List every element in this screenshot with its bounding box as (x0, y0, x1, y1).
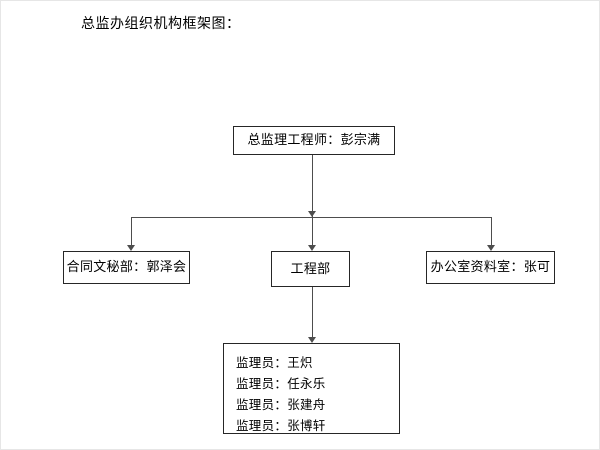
connector-director-to-bus (312, 155, 313, 217)
org-node-chief-supervising-engineer: 总监理工程师：彭宗满 (233, 126, 395, 155)
arrowhead-bus-to-office (487, 245, 495, 251)
connector-bus-to-engineering (312, 217, 313, 245)
supervisor-item: 监理员：王炽 (236, 355, 313, 370)
connector-bus-to-office (491, 217, 492, 245)
page-title: 总监办组织机构框架图： (81, 16, 241, 32)
connector-horizontal-bus (131, 217, 492, 218)
arrowhead-bus-to-engineering (308, 245, 316, 251)
supervisor-item: 监理员：张博轩 (236, 418, 326, 433)
supervisor-item: 监理员：任永乐 (236, 376, 326, 391)
arrowhead-bus-to-contract (127, 245, 135, 251)
connector-bus-to-contract (131, 217, 132, 245)
org-node-supervisors-list: 监理员：王炽 监理员：任永乐 监理员：张建舟 监理员：张博轩 (223, 343, 400, 434)
supervisor-item: 监理员：张建舟 (236, 397, 326, 412)
arrowhead-engineering-to-supervisors (308, 337, 316, 343)
org-node-contract-secretarial-department: 合同文秘部：郭泽会 (63, 251, 190, 284)
org-node-engineering-department: 工程部 (271, 251, 350, 287)
arrowhead-director-to-bus (308, 211, 316, 217)
connector-engineering-to-supervisors (312, 287, 313, 337)
org-node-office-archives-room: 办公室资料室：张可 (426, 251, 555, 284)
